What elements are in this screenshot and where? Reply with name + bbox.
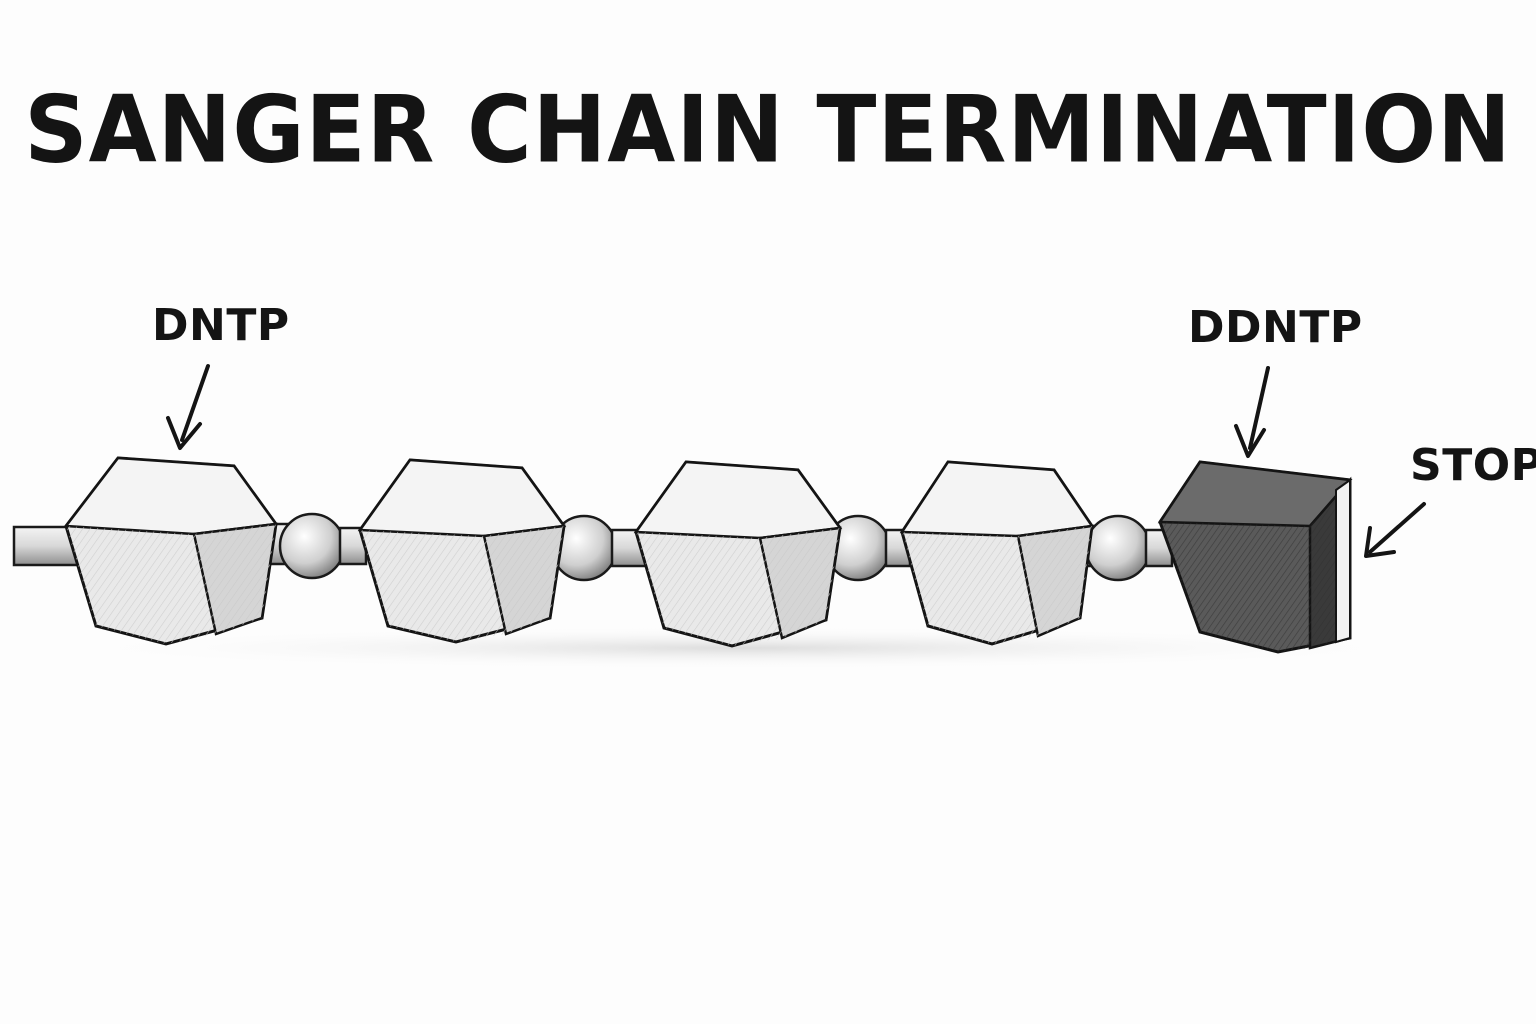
nucleotide-block-1 <box>63 456 279 646</box>
stop-label: STOP <box>1410 440 1536 491</box>
nucleotide-block-2 <box>357 458 567 644</box>
ddntp-label: DDNTP <box>1188 302 1363 353</box>
terminator-block <box>1157 460 1353 654</box>
dntp-label: DNTP <box>152 300 290 351</box>
stop-arrow <box>1364 502 1426 558</box>
ddntp-arrow <box>1234 366 1270 458</box>
diagram-title: SANGER CHAIN TERMINATION <box>24 75 1512 184</box>
ground-shadow <box>40 626 1440 670</box>
dntp-arrow <box>166 364 210 450</box>
nucleotide-block-4 <box>899 460 1095 646</box>
nucleotide-block-3 <box>633 460 843 648</box>
